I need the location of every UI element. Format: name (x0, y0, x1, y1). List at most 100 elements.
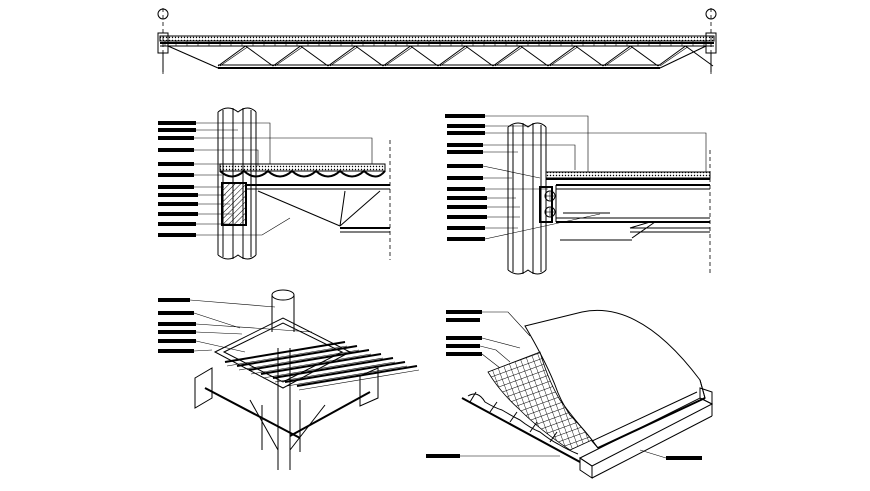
truss-elevation (157, 8, 717, 74)
iso-joist-edge (286, 365, 408, 387)
truss-web-diagonal (437, 45, 466, 67)
leader-lines-iso-right (426, 310, 702, 460)
truss-web-diagonal (219, 46, 248, 67)
note-block (447, 150, 483, 154)
note-block (446, 318, 480, 322)
leader-line (481, 353, 501, 369)
iso-joist (236, 345, 358, 367)
iso-joist-edge (274, 361, 396, 383)
iso-joist (224, 341, 346, 363)
truss-web-diagonal (685, 45, 714, 67)
leader-line (639, 449, 667, 459)
support-beam (579, 397, 714, 467)
note-block (158, 136, 194, 140)
iso-joists (224, 341, 420, 391)
truss-web-diagonal (549, 46, 578, 67)
note-block (158, 349, 194, 353)
floor-frame (213, 317, 352, 389)
note-block (158, 222, 196, 226)
truss-web-diagonal (657, 45, 686, 67)
note-block (158, 193, 198, 197)
shear-plate (539, 186, 553, 223)
iso-joist (248, 349, 370, 371)
column-top (271, 289, 295, 301)
iso-joist (272, 357, 394, 379)
note-block (158, 233, 196, 237)
note-block (158, 162, 194, 166)
note-block (158, 322, 196, 326)
grid-marker-left (157, 8, 169, 74)
leader-line (482, 165, 541, 179)
truss-web-diagonal (272, 45, 301, 67)
note-block (446, 344, 480, 348)
leader-line (194, 137, 373, 164)
note-block (447, 176, 483, 180)
truss-web-diagonal (245, 45, 274, 67)
iso-joist-edge (250, 353, 372, 375)
note-block (447, 226, 485, 230)
note-block (447, 143, 483, 147)
truss-web-diagonal (602, 45, 631, 67)
leader-line (193, 349, 213, 352)
leader-line (195, 340, 246, 353)
truss-web-diagonal (547, 45, 576, 67)
truss-top-deck (159, 35, 715, 42)
note-block (158, 202, 198, 206)
truss-web-diagonal (410, 45, 439, 67)
note-block (447, 131, 485, 135)
note-block (447, 215, 487, 219)
iso-joist (260, 353, 382, 375)
leader-line (189, 299, 276, 308)
note-block (158, 121, 196, 125)
truss-web-diagonal (465, 45, 494, 67)
note-block (445, 114, 485, 118)
truss-web-diagonal (575, 45, 604, 67)
leader-line (485, 115, 589, 172)
note-block (446, 352, 482, 356)
note-block (447, 124, 485, 128)
truss-web-diagonal (492, 45, 521, 67)
truss-web-diagonal (355, 45, 384, 67)
note-block (426, 454, 460, 458)
concrete-slab (219, 163, 386, 172)
note-block (447, 164, 483, 168)
truss-web-diagonal (630, 45, 659, 67)
concrete-slab (545, 171, 711, 179)
corrugated-deck (219, 169, 386, 178)
bolt-icon (544, 206, 556, 218)
column-joist-section-left (158, 107, 391, 260)
note-block (446, 310, 482, 314)
iso-joist-edge (238, 349, 360, 371)
leader-line (195, 331, 243, 335)
iso-joist-edge (262, 357, 384, 379)
leader-line (482, 311, 531, 337)
note-block (666, 456, 702, 460)
leader-line (485, 132, 707, 172)
leader-line (483, 144, 576, 170)
truss-web-diagonal (300, 45, 329, 67)
truss-web-diagonal (382, 45, 411, 67)
leader-line (481, 337, 521, 349)
note-block (158, 148, 194, 152)
note-block (158, 330, 196, 334)
iso-joist-edge (298, 369, 420, 391)
note-block (158, 339, 196, 343)
truss-web-diagonal (274, 46, 303, 67)
column (217, 107, 257, 260)
truss-web-diagonal (329, 46, 358, 67)
grid-marker-right (705, 8, 717, 74)
truss-web-diagonal (217, 45, 246, 67)
leader-line (196, 122, 271, 164)
reinforcement-mesh (487, 351, 593, 451)
leader-line (195, 323, 313, 333)
note-block (158, 298, 190, 302)
leader-line (193, 312, 241, 329)
isometric-deck-slab (426, 309, 714, 479)
truss-web-diagonal (604, 46, 633, 67)
girder-end (194, 367, 213, 409)
truss-web-diagonal (439, 46, 468, 67)
iso-joist-edge (226, 345, 348, 367)
note-block (446, 336, 482, 340)
note-block (158, 311, 194, 315)
